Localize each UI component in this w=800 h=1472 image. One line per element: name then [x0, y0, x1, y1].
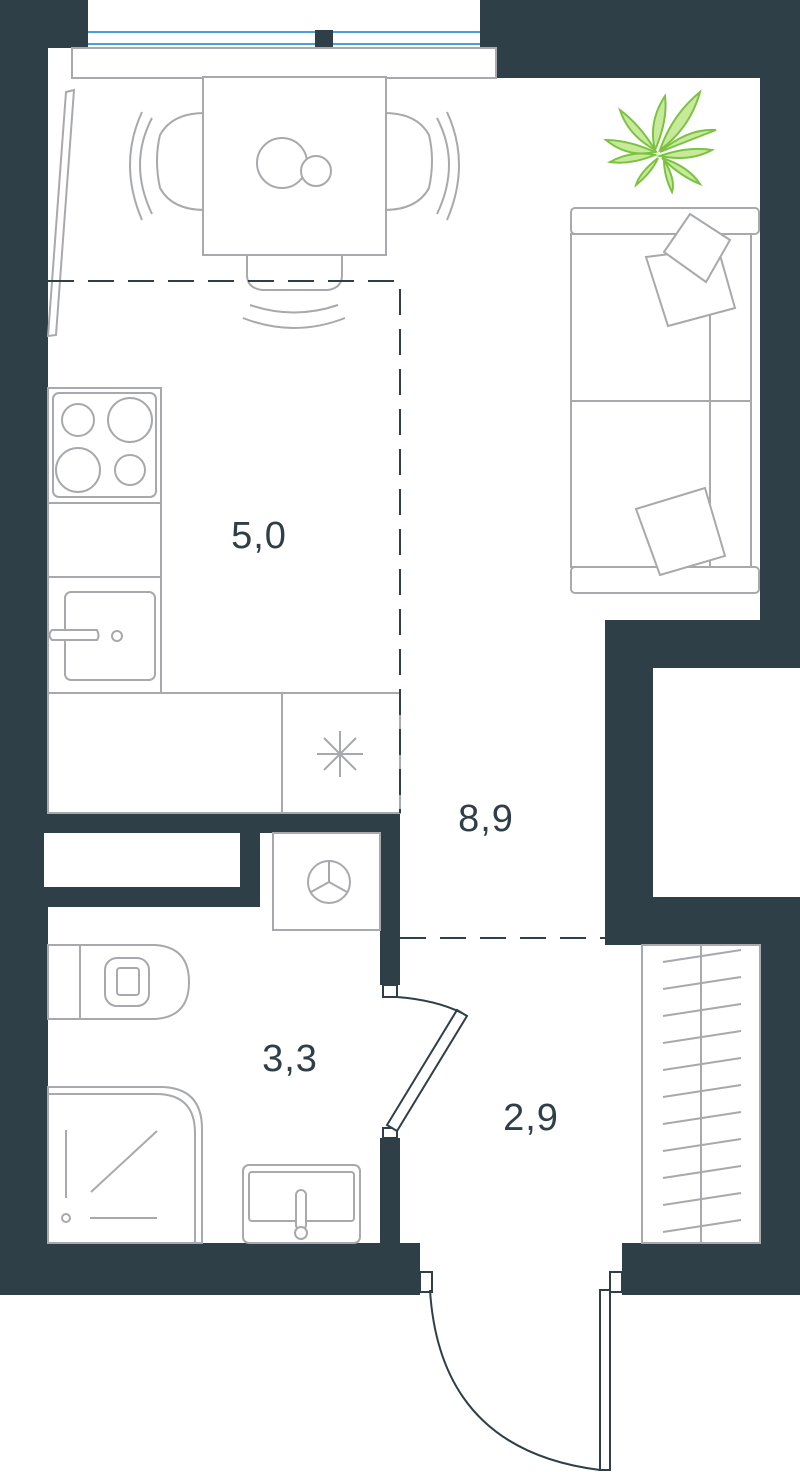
wardrobe-icon — [641, 944, 761, 1244]
room-area-bathroom: 3,3 — [262, 1038, 318, 1080]
washer-icon — [272, 832, 381, 931]
bathroom-sink-icon — [242, 1164, 361, 1244]
room-area-hallway: 2,9 — [503, 1097, 559, 1139]
bathroom-door — [382, 984, 469, 1139]
area-labels: 5,0 8,9 3,3 2,9 — [231, 515, 559, 1139]
stove-icon — [52, 392, 157, 498]
shower-icon — [47, 1086, 203, 1244]
zone-boundaries — [48, 280, 605, 939]
room-area-kitchen: 5,0 — [231, 515, 287, 557]
walls — [0, 0, 800, 1295]
dining-table-icon — [129, 76, 460, 329]
entrance-door — [419, 1271, 623, 1471]
fridge-icon — [317, 731, 363, 777]
balcony-door — [46, 88, 76, 338]
plant-icon — [603, 89, 717, 195]
window — [71, 0, 497, 79]
room-area-living: 8,9 — [458, 798, 514, 840]
sink-icon — [48, 591, 156, 681]
toilet-icon — [47, 944, 191, 1020]
sofa-icon — [570, 207, 760, 594]
